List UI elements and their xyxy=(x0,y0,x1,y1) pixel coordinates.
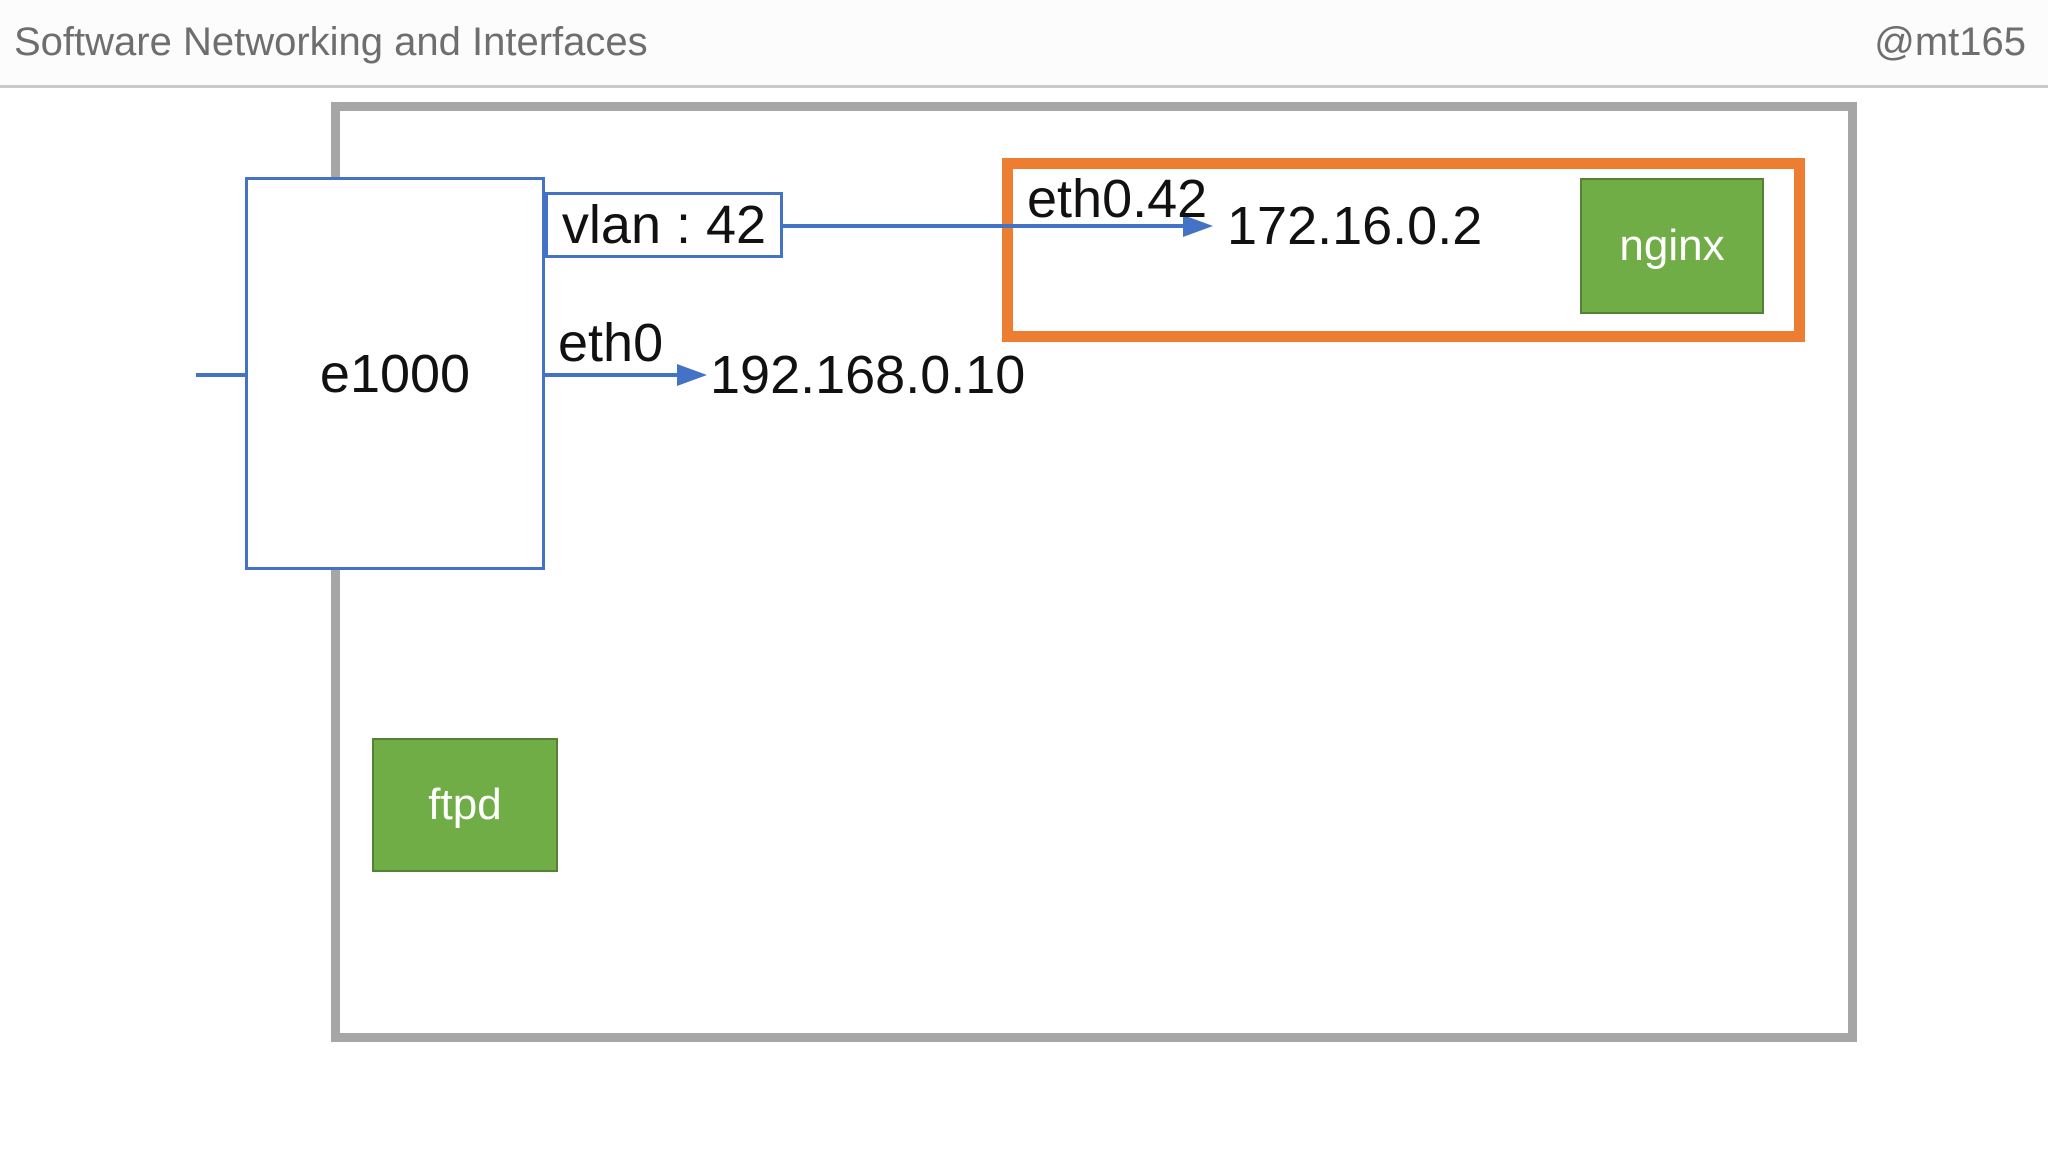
header: Software Networking and Interfaces @mt16… xyxy=(0,0,2048,88)
nginx-process-label: nginx xyxy=(1619,221,1725,270)
eth0-arrow-line xyxy=(545,373,677,377)
interface-name-eth0-42: eth0.42 xyxy=(1027,169,1208,229)
vlan-arrow-line xyxy=(783,224,1183,228)
vlan-tag-box: vlan : 42 xyxy=(545,192,783,258)
interface-ip-eth0: 192.168.0.10 xyxy=(710,345,1026,405)
ftpd-process-label: ftpd xyxy=(428,780,502,829)
uplink-line xyxy=(196,373,245,377)
vlan-arrow-head-icon xyxy=(1183,215,1213,237)
nic-label: e1000 xyxy=(319,343,471,404)
nginx-process-box: nginx xyxy=(1580,178,1764,314)
interface-ip-eth0-42: 172.16.0.2 xyxy=(1227,196,1483,256)
ftpd-process-box: ftpd xyxy=(372,738,558,872)
interface-name-eth0: eth0 xyxy=(558,313,664,373)
author-handle: @mt165 xyxy=(1874,20,2026,64)
nic-box: e1000 xyxy=(245,177,545,570)
eth0-arrow-head-icon xyxy=(677,364,707,386)
vlan-tag-label: vlan : 42 xyxy=(561,195,767,255)
slide-title: Software Networking and Interfaces xyxy=(14,20,648,64)
